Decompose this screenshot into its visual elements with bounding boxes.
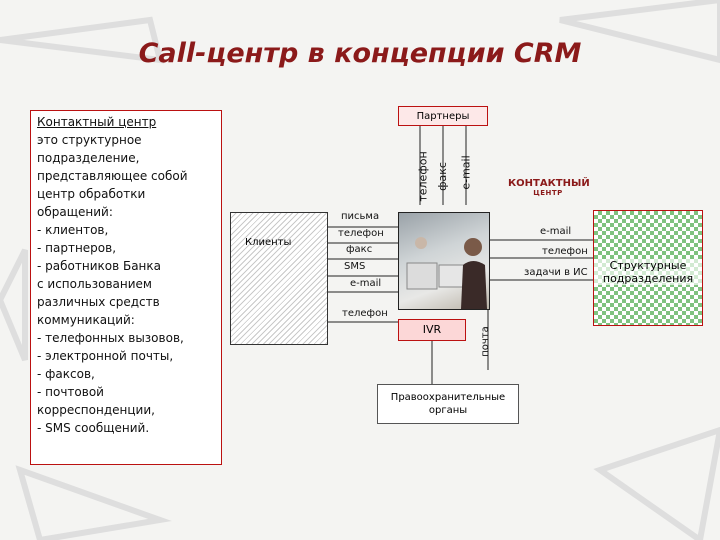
definition-line: коммуникаций: — [37, 313, 135, 327]
definition-line: представляющее собой — [37, 169, 188, 183]
operator-photo — [398, 212, 490, 310]
clients-label: Клиенты — [245, 237, 292, 248]
definition-line: - факсов, — [37, 367, 95, 381]
partner-channel-fax: факс — [435, 162, 449, 191]
definition-line: - работников Банка — [37, 259, 162, 273]
definition-heading: Контактный центр — [37, 115, 157, 129]
contact-center-definition: Контактный центр это структурное подразде… — [30, 110, 222, 465]
contact-center-subtitle: ЦЕНТР — [533, 189, 563, 197]
definition-line: обращений: — [37, 205, 113, 219]
partner-channel-phone: телефон — [416, 151, 430, 202]
definition-line: - SMS сообщений. — [37, 421, 150, 435]
struct-channel-tasks: задачи в ИС — [524, 267, 588, 278]
struct-channel-phone: телефон — [542, 246, 588, 257]
definition-line: - партнеров, — [37, 241, 117, 255]
client-channel-fax: факс — [346, 244, 373, 255]
definition-line: подразделение, — [37, 151, 140, 165]
definition-line: различных средств — [37, 295, 160, 309]
structural-units-box: Структурные подразделения — [593, 210, 703, 326]
definition-line: корреспонденции, — [37, 403, 155, 417]
definition-line: - телефонных вызовов, — [37, 331, 184, 345]
client-channel-letters: письма — [341, 211, 380, 222]
contact-center-title: КОНТАКТНЫЙ — [508, 178, 590, 189]
structural-units-label: Структурные подразделения — [594, 259, 702, 285]
client-channel-phone: телефон — [338, 228, 384, 239]
definition-line: - клиентов, — [37, 223, 109, 237]
client-channel-phone-2: телефон — [342, 308, 388, 319]
client-channel-email: e-mail — [350, 278, 382, 289]
law-enforcement-box: Правоохранительные органы — [377, 384, 519, 424]
contact-center-label: КОНТАКТНЫЙ ЦЕНТР — [508, 178, 590, 197]
definition-line: с использованием — [37, 277, 152, 291]
client-channel-sms: SMS — [344, 261, 366, 272]
struct-channel-email: e-mail — [540, 226, 572, 237]
partner-channel-email: e-mail — [459, 155, 473, 190]
mail-label: почта — [479, 326, 491, 357]
clients-box: Клиенты — [230, 212, 328, 345]
definition-line: - почтовой — [37, 385, 104, 399]
partners-box: Партнеры — [398, 106, 488, 126]
definition-line: это структурное — [37, 133, 142, 147]
definition-text: это структурное подразделение, представляю… — [37, 131, 215, 437]
page-title: Call-центр в концепции CRM — [138, 38, 582, 69]
definition-line: центр обработки — [37, 187, 146, 201]
definition-line: - электронной почты, — [37, 349, 174, 363]
ivr-box: IVR — [398, 319, 466, 341]
operator-illustration — [406, 237, 487, 309]
